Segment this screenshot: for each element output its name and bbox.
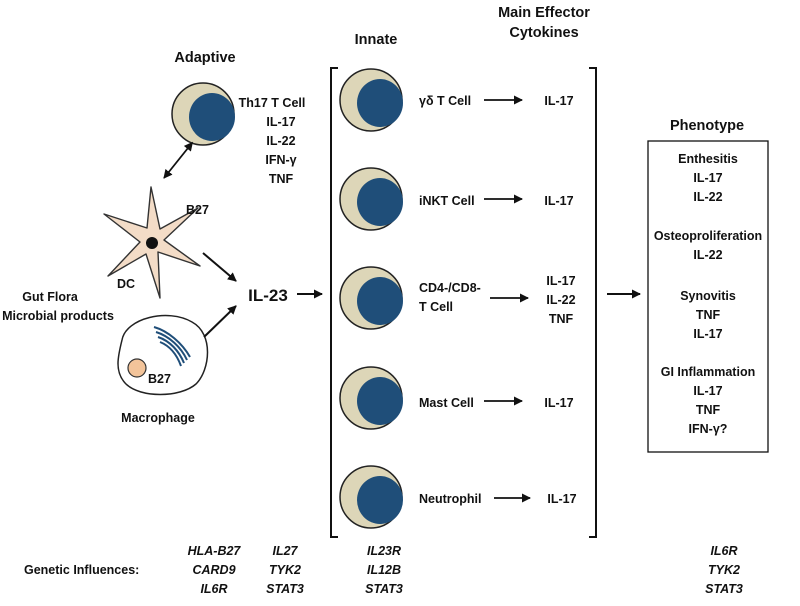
- dc-label: DC: [117, 277, 135, 291]
- innate-cytokine: IL-17: [544, 94, 573, 108]
- gut-flora-line1: Gut Flora: [22, 290, 79, 304]
- header-effector-line2: Cytokines: [509, 25, 578, 41]
- innate-cytokine: IL-17: [544, 194, 573, 208]
- innate-cytokine: TNF: [549, 312, 574, 326]
- phenotype-item: IL-22: [693, 248, 722, 262]
- phenotype-item: IL-22: [693, 190, 722, 204]
- innate-cell-4: Neutrophil IL-17: [339, 465, 577, 529]
- innate-cell-2: CD4-/CD8- T Cell IL-17 IL-22 TNF: [339, 266, 576, 330]
- th17-dc-double-arrow: [163, 141, 193, 179]
- phenotype-gi-inflammation: GI Inflammation: [661, 365, 755, 379]
- phenotype-item: IFN-γ?: [689, 422, 728, 436]
- macrophage-icon: [117, 314, 209, 396]
- macrophage-label: Macrophage: [121, 411, 195, 425]
- innate-right-bracket: [589, 67, 597, 538]
- adaptive-cell-labels: Th17 T Cell IL-17 IL-22 IFN-γ TNF: [239, 96, 306, 186]
- gene: TYK2: [269, 563, 301, 577]
- genetic-col-3: IL23R IL12B STAT3: [365, 544, 403, 596]
- gene: IL6R: [200, 582, 227, 596]
- inkt-cell-icon: [339, 167, 403, 231]
- gene: IL23R: [367, 544, 401, 558]
- macrophage-b27-label: B27: [148, 372, 171, 386]
- innate-cell-name: iNKT Cell: [419, 194, 475, 208]
- gene: IL27: [272, 544, 298, 558]
- dendritic-cell-icon: [103, 186, 201, 299]
- innate-cell-0: γδ T Cell IL-17: [339, 68, 574, 132]
- innate-cell-name: Mast Cell: [419, 396, 474, 410]
- genetic-col-1: HLA-B27 CARD9 IL6R: [188, 544, 242, 596]
- phenotype-groups: Enthesitis IL-17 IL-22 Osteoproliferatio…: [654, 152, 762, 436]
- genetic-col-2: IL27 TYK2 STAT3: [266, 544, 304, 596]
- phenotype-item: IL-17: [693, 327, 722, 341]
- adaptive-line-0: Th17 T Cell: [239, 96, 306, 110]
- phenotype-item: TNF: [696, 308, 721, 322]
- th17-cell-icon: [171, 82, 235, 146]
- innate-cell-3: Mast Cell IL-17: [339, 366, 574, 430]
- innate-cell-name: Neutrophil: [419, 492, 482, 506]
- neutrophil-icon: [339, 465, 403, 529]
- gd-t-cell-icon: [339, 68, 403, 132]
- genetic-influences-label: Genetic Influences:: [24, 563, 139, 577]
- gut-flora-line2: Microbial products: [2, 309, 114, 323]
- phenotype-box: [647, 140, 769, 453]
- mast-cell-icon: [339, 366, 403, 430]
- gene: CARD9: [192, 563, 235, 577]
- il23-label: IL-23: [248, 286, 288, 305]
- phenotype-item: TNF: [696, 403, 721, 417]
- innate-cytokine: IL-22: [546, 293, 575, 307]
- adaptive-line-3: IFN-γ: [265, 153, 296, 167]
- gene: STAT3: [365, 582, 403, 596]
- innate-cytokine: IL-17: [546, 274, 575, 288]
- innate-cell-name: γδ T Cell: [419, 94, 471, 108]
- innate-left-bracket: [330, 67, 338, 538]
- dc-to-il23-arrow: [202, 252, 237, 282]
- gene: HLA-B27: [188, 544, 242, 558]
- header-adaptive: Adaptive: [174, 50, 235, 66]
- dc-b27-label: B27: [186, 203, 209, 217]
- phenotype-enthesitis: Enthesitis: [678, 152, 738, 166]
- phenotype-osteoproliferation: Osteoproliferation: [654, 229, 762, 243]
- header-innate: Innate: [355, 32, 398, 48]
- gene: IL6R: [710, 544, 737, 558]
- innate-cell-1: iNKT Cell IL-17: [339, 167, 574, 231]
- cd4-cd8-t-cell-icon: [339, 266, 403, 330]
- adaptive-line-4: TNF: [269, 172, 294, 186]
- adaptive-line-2: IL-22: [266, 134, 295, 148]
- gene: STAT3: [266, 582, 304, 596]
- innate-cell-name-line2: T Cell: [419, 300, 453, 314]
- innate-cell-name-line1: CD4-/CD8-: [419, 281, 481, 295]
- gene: STAT3: [705, 582, 743, 596]
- phenotype-synovitis: Synovitis: [680, 289, 736, 303]
- header-phenotype: Phenotype: [670, 118, 744, 134]
- gene: TYK2: [708, 563, 740, 577]
- phenotype-item: IL-17: [693, 171, 722, 185]
- adaptive-line-1: IL-17: [266, 115, 295, 129]
- genetic-col-4: IL6R TYK2 STAT3: [705, 544, 743, 596]
- macrophage-to-il23-arrow: [203, 305, 237, 338]
- phenotype-item: IL-17: [693, 384, 722, 398]
- innate-cytokine: IL-17: [547, 492, 576, 506]
- innate-cytokine: IL-17: [544, 396, 573, 410]
- header-effector-line1: Main Effector: [498, 5, 590, 21]
- gene: IL12B: [367, 563, 401, 577]
